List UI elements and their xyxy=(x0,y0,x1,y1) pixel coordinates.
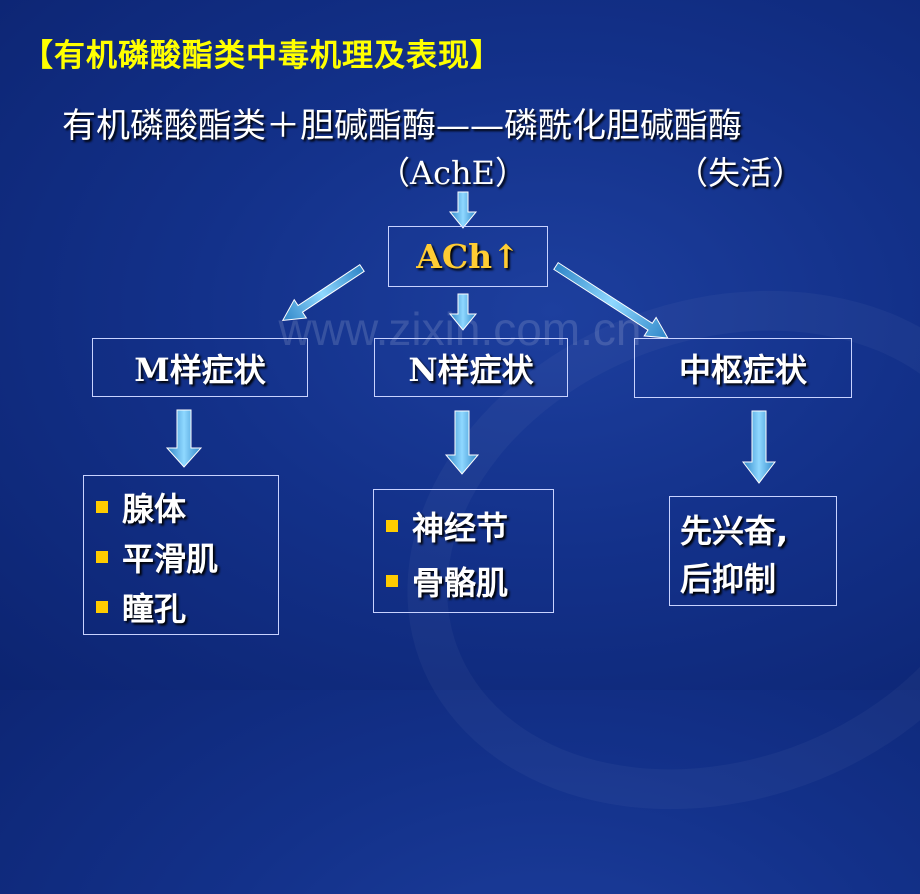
cns-symptoms-box: 中枢症状 xyxy=(634,338,852,398)
m-symptom-list: 腺体 平滑肌 瞳孔 xyxy=(83,475,279,635)
list-item-label: 瞳孔 xyxy=(122,590,187,628)
cns-line-2: 后抑制 xyxy=(680,560,777,598)
m-symptoms-box: M样症状 xyxy=(92,338,308,397)
arrow-diagonal-left-icon xyxy=(281,263,365,322)
slide-title: 【有机磷酸酯类中毒机理及表现】 xyxy=(22,38,502,74)
enzyme-note: （AchE） xyxy=(378,154,528,192)
list-item-label: 神经节 xyxy=(412,508,509,547)
arrow-down-icon xyxy=(165,409,203,468)
list-item: 腺体 xyxy=(96,482,278,532)
cns-line-1: 先兴奋, xyxy=(680,512,789,550)
ach-node: ACh↑ xyxy=(388,226,548,287)
list-item-label: 平滑肌 xyxy=(122,540,219,578)
arrow-down-icon xyxy=(444,410,480,475)
list-item: 骨骼肌 xyxy=(386,553,553,608)
arrow-down-icon xyxy=(448,293,478,331)
result-note: （失活） xyxy=(676,154,805,192)
list-item: 神经节 xyxy=(386,498,553,553)
list-item: 平滑肌 xyxy=(96,532,278,582)
cns-symptom-text: 先兴奋, 后抑制 xyxy=(669,496,837,606)
arrow-down-icon xyxy=(741,410,777,484)
bullet-icon xyxy=(96,551,108,563)
reaction-equation: 有机磷酸酯类＋胆碱酯酶——磷酰化胆碱酯酶 xyxy=(62,106,742,146)
list-item-label: 腺体 xyxy=(122,490,187,528)
arrows-layer: www.zixin.com.cn xyxy=(165,191,777,484)
bullet-icon xyxy=(96,601,108,613)
bullet-icon xyxy=(386,519,398,532)
n-symptoms-box: N样症状 xyxy=(374,338,568,397)
bullet-icon xyxy=(96,501,108,513)
n-symptom-list: 神经节 骨骼肌 xyxy=(373,489,554,613)
arrow-down-icon xyxy=(448,191,478,229)
list-item-label: 骨骼肌 xyxy=(412,563,509,602)
bullet-icon xyxy=(386,574,398,587)
arrow-diagonal-right-icon xyxy=(553,261,669,339)
list-item: 瞳孔 xyxy=(96,582,278,632)
